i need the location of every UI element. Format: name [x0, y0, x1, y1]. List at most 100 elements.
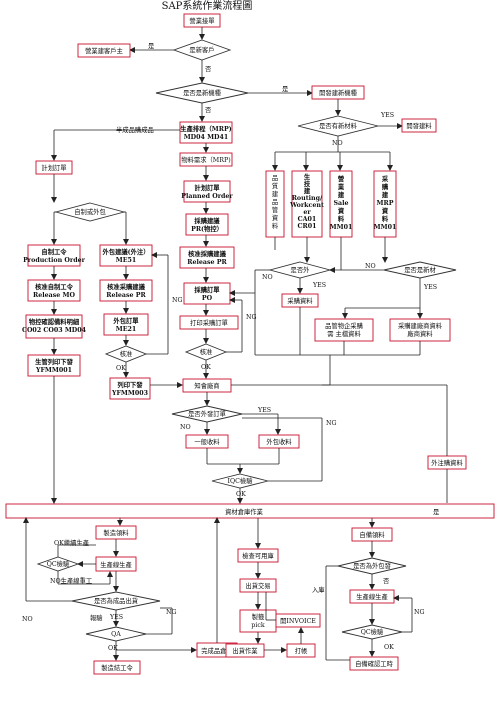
svg-text:YES: YES: [312, 282, 326, 289]
decision-final: 是否為成品出貨: [71, 591, 161, 611]
decision-is-new-material: 是否是新材: [383, 261, 457, 279]
svg-text:NG: NG: [166, 609, 177, 616]
node-outsource-req: 外包建議(外注）ME51: [99, 244, 153, 267]
svg-text:生產線生產: 生產線生產: [356, 592, 388, 601]
node-check-available: 檢查可用庫: [237, 548, 279, 563]
decision-outsource: 是否外: [268, 261, 332, 279]
node-shipping-doc: 出貨交易: [239, 578, 277, 593]
svg-text:YES: YES: [257, 407, 271, 414]
svg-text:製造領料: 製造領料: [103, 528, 129, 537]
node-dev-new-model: 開發建新機種: [311, 85, 365, 100]
svg-text:打印采購訂單: 打印采購訂單: [190, 318, 228, 327]
chart-title: SAP系統作業流程圖: [162, 0, 253, 12]
node-issue-material: 製造領料: [95, 525, 137, 540]
svg-text:計划訂單: 計划訂單: [41, 163, 66, 172]
decision-new-model: 是否是新機種: [155, 82, 249, 104]
node-production-line: 生產線生產: [95, 556, 137, 572]
node-production-schedule: 生產排程（MRP)MD04 MD41: [179, 121, 233, 144]
svg-text:OK繼續生產: OK繼續生產: [54, 538, 90, 547]
svg-text:NG: NG: [326, 420, 337, 427]
node-outsource-production: 生產線生產: [349, 589, 395, 604]
svg-text:NO: NO: [332, 140, 343, 147]
node-outsource-receipt: 外包收料: [258, 434, 300, 449]
svg-text:采購建廠商資料廠商資料: 采購建廠商資料廠商資料: [398, 321, 443, 338]
decision-qc-left: QC檢驗: [36, 556, 80, 572]
node-dev-create-material: 開發建料: [401, 118, 437, 133]
svg-text:是: 是: [148, 42, 155, 50]
svg-text:采購資料: 采購資料: [287, 296, 313, 305]
svg-text:QC檢驗: QC檢驗: [47, 559, 70, 568]
svg-text:是新客戶: 是新客戶: [189, 45, 214, 54]
svg-text:是: 是: [433, 508, 440, 516]
svg-text:IQC檢驗: IQC檢驗: [227, 476, 253, 485]
svg-text:一般收料: 一般收料: [194, 437, 220, 446]
svg-text:OK: OK: [236, 491, 246, 498]
svg-text:資材倉庫作業: 資材倉庫作業: [225, 507, 263, 516]
svg-text:開INVOICE: 開INVOICE: [280, 617, 316, 625]
svg-text:開發建新機種: 開發建新機種: [319, 88, 357, 97]
svg-text:入庫: 入庫: [312, 585, 325, 594]
svg-text:是否外: 是否外: [291, 265, 311, 274]
svg-text:是否有新材料: 是否有新材料: [319, 121, 357, 130]
node-print-invoice: 開INVOICE: [275, 613, 321, 628]
node-self-pick: 自備領料: [351, 527, 393, 542]
svg-text:QA: QA: [111, 631, 121, 638]
node-purchase-data: 采購資料: [281, 293, 319, 308]
svg-text:營業建客戶主: 營業建客戶主: [85, 46, 123, 55]
decision-qc-right: QC檢驗: [341, 624, 403, 640]
svg-text:NO生產線重工: NO生產線重工: [50, 576, 92, 585]
svg-text:出貨作業: 出貨作業: [232, 646, 258, 655]
node-plan-order-left: 計划訂單: [35, 160, 73, 175]
svg-text:生產排程（MRP)MD04 MD41: 生產排程（MRP)MD04 MD41: [180, 124, 231, 141]
decision-is-outsourced: 是否為外包發: [337, 557, 407, 575]
node-warehouse: 資材倉庫作業: [5, 503, 495, 519]
svg-text:NO: NO: [365, 263, 376, 270]
svg-text:NO: NO: [180, 424, 191, 431]
node-notify-vendor: 知會廠商: [182, 378, 232, 393]
svg-text:QC檢驗: QC檢驗: [361, 627, 384, 636]
svg-text:NG: NG: [414, 609, 425, 616]
svg-text:品管物企采購需 主檔資料: 品管物企采購需 主檔資料: [325, 321, 363, 338]
decision-outsource-order: 是否外發訂單: [171, 405, 243, 423]
svg-text:NG: NG: [172, 297, 183, 304]
node-material-demand: 物料需求（MRP): [179, 152, 233, 167]
node-general-receipt: 一般收料: [185, 434, 229, 449]
svg-text:核准: 核准: [120, 349, 133, 358]
svg-text:打帳: 打帳: [295, 646, 308, 655]
svg-text:外包建議(外注）ME51: 外包建議(外注）ME51: [102, 247, 149, 264]
svg-text:檢查可用庫: 檢查可用庫: [242, 551, 274, 560]
svg-text:開發建料: 開發建料: [406, 121, 432, 130]
svg-text:NG: NG: [246, 314, 257, 321]
decision-iqc: IQC檢驗: [211, 473, 269, 489]
svg-text:YES: YES: [380, 112, 394, 119]
decision-approve-mid: 核准: [184, 343, 228, 361]
node-ship-out: 出貨作業: [225, 643, 265, 658]
svg-text:生產線生產: 生產線生產: [100, 560, 132, 569]
svg-text:OK: OK: [108, 645, 118, 652]
node-print-po: 打印采購訂單: [179, 315, 239, 330]
svg-text:YES: YES: [423, 284, 437, 291]
svg-text:是否是新機種: 是否是新機種: [183, 88, 221, 97]
node-quality-data: 品質建品管資料: [265, 170, 285, 238]
